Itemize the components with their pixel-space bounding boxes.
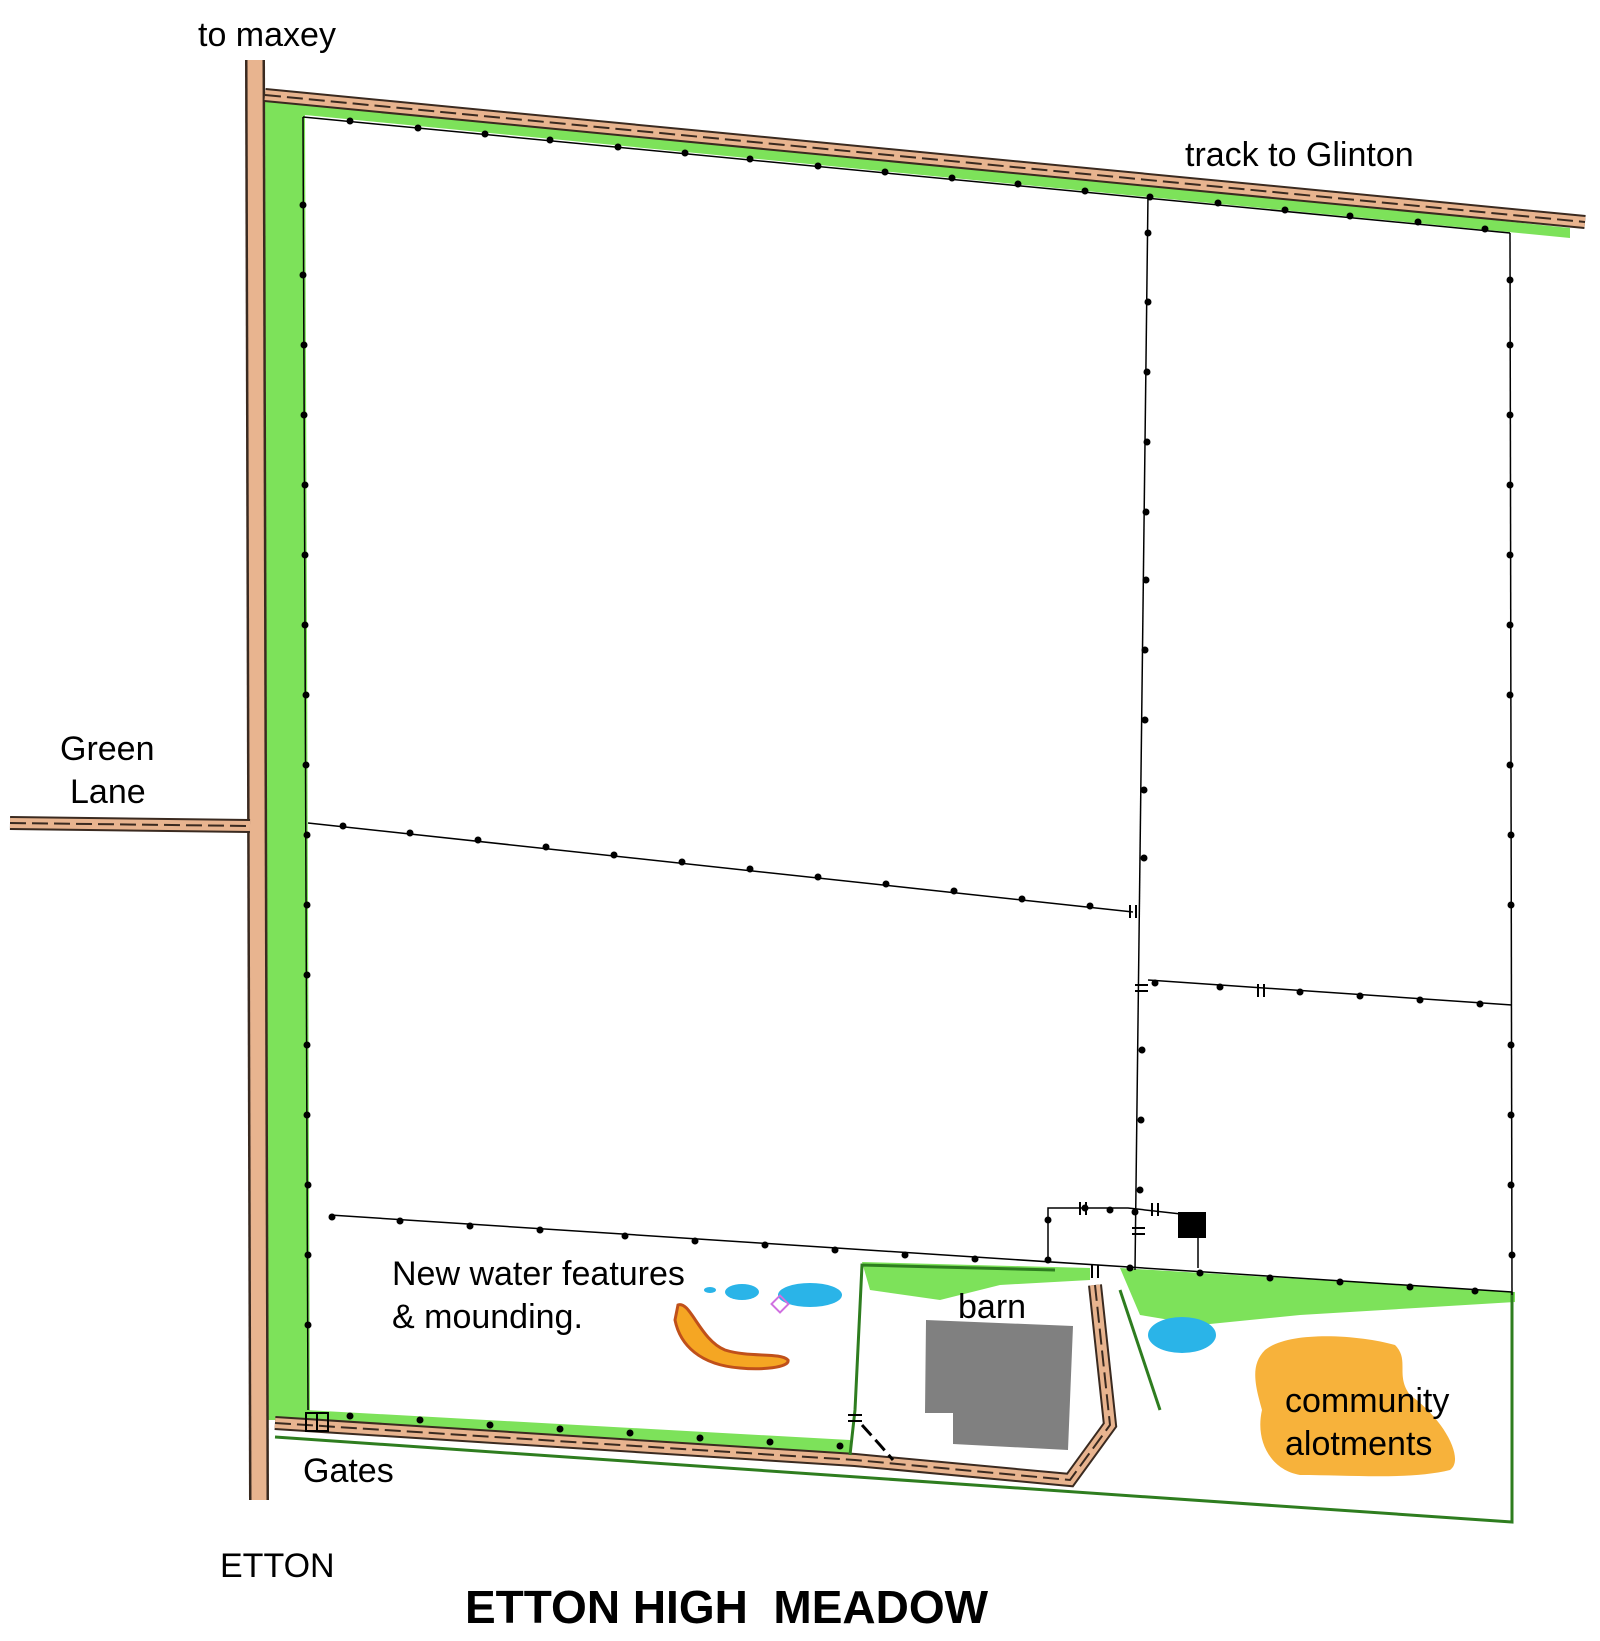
south-boundary (274, 1292, 1514, 1524)
label-barn: barn (958, 1288, 1026, 1326)
barn-north-verge (862, 1262, 1090, 1300)
label-water-features: New water features (392, 1255, 685, 1293)
small-marker-icon (770, 1294, 790, 1314)
label-lane: Lane (70, 773, 146, 811)
label-track-to-glinton: track to Glinton (1185, 136, 1414, 174)
allotments-area (1255, 1336, 1456, 1477)
water-features (704, 1283, 1216, 1353)
south-verge (305, 1410, 850, 1455)
allotment-boundary (1118, 1289, 1162, 1411)
label-to-maxey: to maxey (198, 16, 336, 54)
gate-symbols (305, 905, 1265, 1432)
barn-entrance-line (860, 1423, 895, 1461)
track-to-glinton (264, 88, 1586, 229)
fences (302, 116, 1513, 1411)
label-community: community (1285, 1382, 1449, 1420)
barn-building (925, 1320, 1073, 1450)
mounding (673, 1303, 790, 1371)
green-lane-track (9, 816, 251, 833)
black-hut (1178, 1212, 1206, 1238)
south-track (274, 1284, 1118, 1488)
west-verge (265, 92, 1570, 1420)
map-title: ETTON HIGH MEADOW (465, 1581, 989, 1633)
label-mounding: & mounding. (392, 1298, 583, 1336)
label-gates: Gates (303, 1452, 394, 1490)
east-south-verge (1120, 1268, 1515, 1325)
west-road (245, 59, 269, 1501)
fence-posts (299, 117, 1516, 1450)
label-green: Green (60, 730, 155, 768)
barn-west-boundary (848, 1263, 1056, 1456)
label-alotments: alotments (1285, 1425, 1432, 1463)
label-etton: ETTON (220, 1547, 335, 1585)
